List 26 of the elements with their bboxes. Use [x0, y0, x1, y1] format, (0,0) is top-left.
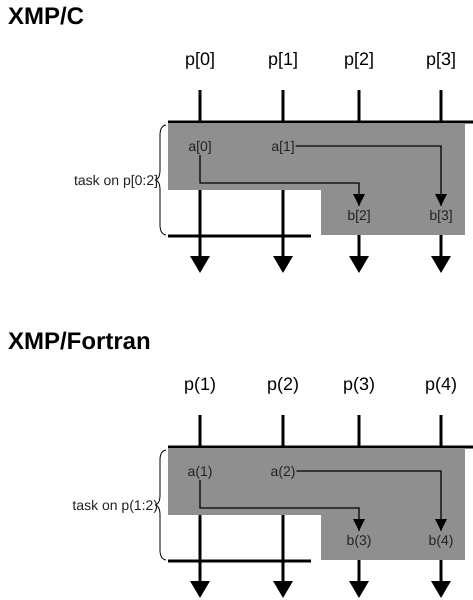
- process-label: p(3): [343, 374, 375, 395]
- variable-label: a[0]: [188, 138, 212, 154]
- variable-label: b[3]: [429, 207, 453, 223]
- process-label: p(1): [184, 374, 216, 395]
- variable-label: a(2): [270, 463, 296, 479]
- process-label: p[0]: [184, 49, 216, 70]
- variable-label: b(4): [428, 532, 454, 548]
- task-label: task on p[0:2]: [74, 172, 158, 188]
- task-region: [168, 123, 465, 235]
- task-region: [168, 448, 465, 560]
- section-heading: XMP/Fortran: [8, 328, 151, 356]
- process-label: p[3]: [426, 49, 456, 70]
- process-label: p[1]: [268, 49, 298, 70]
- process-label: p(4): [425, 374, 457, 395]
- arrow: [296, 145, 447, 206]
- variable-label: a(1): [188, 463, 212, 479]
- variable-label: a[1]: [271, 138, 295, 154]
- variable-label: b(3): [346, 532, 372, 548]
- arrow: [199, 155, 365, 206]
- process-label: p[2]: [344, 49, 374, 70]
- arrow: [199, 480, 365, 531]
- process-label: p(2): [267, 374, 299, 395]
- variable-label: b[2]: [347, 207, 371, 223]
- task-label: task on p(1:2): [72, 497, 158, 513]
- arrow: [296, 470, 447, 531]
- section-heading: XMP/C: [8, 3, 84, 31]
